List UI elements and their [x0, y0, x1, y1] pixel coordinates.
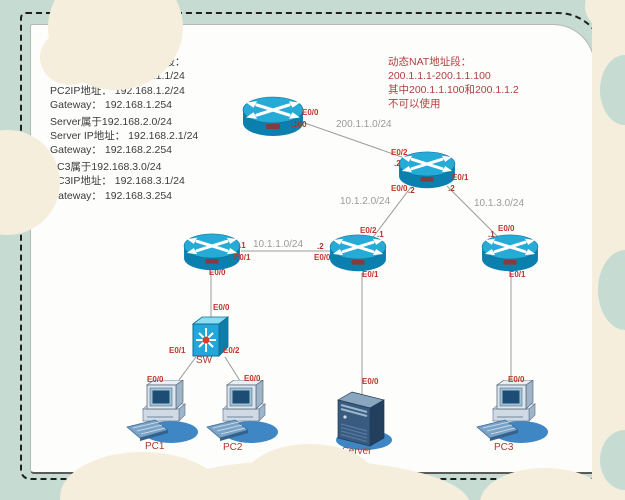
cloud-decoration — [245, 444, 375, 500]
iface-label-nat-e01: E0/1 — [452, 173, 469, 182]
pc3-icon[interactable] — [473, 380, 551, 446]
cloud-decoration — [40, 30, 100, 85]
network-label-wan: 200.1.1.0/24 — [336, 119, 392, 130]
router3-icon[interactable] — [479, 233, 541, 274]
note-line: 200.1.1.1-200.1.1.100 — [388, 70, 491, 82]
iface-label-pc3-e00: E0/0 — [508, 375, 525, 384]
pc1-name-label: PC1 — [145, 441, 165, 452]
addr-label-r1-net11: .1 — [239, 241, 246, 250]
server-name-label: Server — [342, 446, 372, 457]
note-line: Gateway： 192.168.1.254 — [50, 99, 173, 112]
iface-label-sw-e00: E0/0 — [213, 303, 230, 312]
iface-label-server-e00: E0/0 — [362, 377, 379, 386]
router-isp-icon[interactable] — [240, 95, 306, 139]
switch-name-label: SW — [196, 355, 213, 366]
iface-label-pc2-e00: E0/0 — [244, 374, 261, 383]
note-line: 动态NAT地址段： — [388, 56, 472, 68]
iface-label-r3-e01: E0/1 — [509, 270, 526, 279]
iface-label-pc1-e00: E0/0 — [147, 375, 164, 384]
note-line: Server IP地址： 192.168.2.1/24 — [50, 130, 199, 143]
addr-label-isp: .100 — [291, 120, 307, 129]
network-label-net13: 10.1.3.0/24 — [474, 198, 525, 209]
iface-label-r2-e00: E0/0 — [314, 253, 331, 262]
pc2-icon[interactable] — [203, 380, 281, 446]
router2-icon[interactable] — [327, 233, 389, 274]
addr-label-r2-net11: .2 — [317, 242, 324, 251]
link-nat-to-router3[interactable] — [446, 185, 500, 239]
note-line: PC3属于192.168.3.0/24 — [50, 160, 162, 173]
iface-label-sw-e02: E0/2 — [223, 346, 240, 355]
note-line: Gateway： 192.168.2.254 — [50, 144, 173, 157]
network-label-net12: 10.1.2.0/24 — [340, 196, 391, 207]
link-nat-to-router2[interactable] — [370, 186, 412, 241]
iface-label-sw-e01: E0/1 — [169, 346, 186, 355]
dynamic-nat-note: 动态NAT地址段： 200.1.1.1-200.1.1.100 其中200.1.… — [388, 55, 519, 111]
iface-label-r2-e01: E0/1 — [362, 270, 379, 279]
iface-label-r3-e00: E0/0 — [498, 224, 515, 233]
addr-label-nat-e01: .2 — [448, 184, 455, 193]
addr-label-nat-e00: .2 — [408, 186, 415, 195]
note-line: Server属于192.168.2.0/24 — [50, 115, 172, 128]
note-line: PC2IP地址： 192.168.1.2/24 — [50, 84, 185, 97]
note-line: 其中200.1.1.100和200.1.1.2 — [388, 84, 519, 96]
link-isp-to-nat-router[interactable] — [298, 120, 417, 163]
iface-label-r1-e01: E0/1 — [234, 253, 251, 262]
iface-label-nat-e02: E0/2 — [391, 148, 408, 157]
network-label-net11: 10.1.1.0/24 — [253, 239, 304, 250]
note-line: Gateway： 192.168.3.254 — [50, 189, 173, 202]
addr-label-r2-net12: .1 — [377, 230, 384, 239]
note-line: PC3IP地址： 192.168.3.1/24 — [50, 175, 185, 188]
iface-label-r2-e02: E0/2 — [360, 226, 377, 235]
pc2-name-label: PC2 — [223, 442, 243, 453]
server-icon[interactable] — [326, 388, 398, 452]
pc1-icon[interactable] — [123, 380, 201, 446]
iface-label-r1-e00: E0/0 — [209, 268, 226, 277]
iface-label-nat-e00: E0/0 — [391, 184, 408, 193]
iface-label-isp-e00: E0/0 — [302, 108, 319, 117]
addr-label-nat-e02: .2 — [394, 159, 401, 168]
note-line: 不可以使用 — [388, 98, 441, 110]
addr-label-r3-net13: .1 — [488, 230, 495, 239]
pc3-name-label: PC3 — [494, 442, 514, 453]
